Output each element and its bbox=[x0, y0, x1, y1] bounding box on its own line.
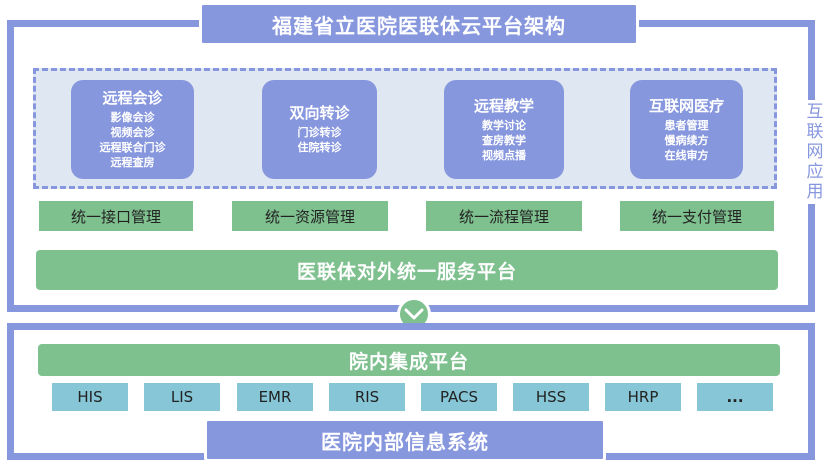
app-card-item: 视频点播 bbox=[482, 148, 526, 162]
system-more: ... bbox=[697, 383, 773, 411]
app-card-item: 慢病续方 bbox=[664, 133, 709, 147]
unified-process-management: 统一流程管理 bbox=[424, 199, 584, 233]
app-card-title: 双向转诊 bbox=[289, 104, 350, 122]
internal-info-systems-title: 医院内部信息系统 bbox=[204, 418, 606, 462]
system-his: HIS bbox=[52, 383, 128, 411]
app-card-item: 视频会诊 bbox=[110, 126, 155, 139]
app-card-item: 影像会诊 bbox=[110, 111, 155, 124]
system-emr: EMR bbox=[237, 383, 313, 411]
app-card-item: 在线审方 bbox=[664, 148, 709, 162]
app-card-item: 远程联合门诊 bbox=[99, 141, 166, 154]
system-hss: HSS bbox=[513, 383, 589, 411]
app-card-title: 互联网医疗 bbox=[648, 96, 724, 115]
app-card-remote-consultation: 远程会诊 影像会诊 视频会诊 远程联合门诊 远程查房 bbox=[71, 80, 194, 179]
unified-resource-management: 统一资源管理 bbox=[230, 199, 390, 233]
system-hrp: HRP bbox=[605, 383, 681, 411]
app-card-referral: 双向转诊 门诊转诊 住院转诊 bbox=[262, 80, 377, 179]
integration-platform: 院内集成平台 bbox=[38, 344, 780, 376]
app-card-internet-medical: 互联网医疗 患者管理 慢病续方 在线审方 bbox=[630, 80, 743, 179]
app-card-title: 远程会诊 bbox=[102, 89, 163, 107]
app-card-item: 远程查房 bbox=[110, 156, 155, 169]
app-card-remote-teaching: 远程教学 教学讨论 查房教学 视频点播 bbox=[444, 80, 564, 179]
app-card-item: 患者管理 bbox=[664, 118, 709, 132]
external-service-platform: 医联体对外统一服务平台 bbox=[36, 250, 778, 290]
diagram-title: 福建省立医院医联体云平台架构 bbox=[199, 2, 639, 46]
system-lis: LIS bbox=[144, 383, 220, 411]
app-card-item: 教学讨论 bbox=[482, 118, 526, 132]
app-card-item: 查房教学 bbox=[482, 133, 526, 147]
app-card-item: 门诊转诊 bbox=[297, 126, 342, 139]
app-card-item: 住院转诊 bbox=[297, 141, 342, 154]
unified-interface-management: 统一接口管理 bbox=[37, 199, 195, 233]
internet-application-label: 互联网应用 bbox=[806, 100, 824, 204]
unified-payment-management: 统一支付管理 bbox=[618, 199, 776, 233]
app-card-title: 远程教学 bbox=[473, 96, 534, 115]
system-pacs: PACS bbox=[421, 383, 497, 411]
system-ris: RIS bbox=[329, 383, 405, 411]
